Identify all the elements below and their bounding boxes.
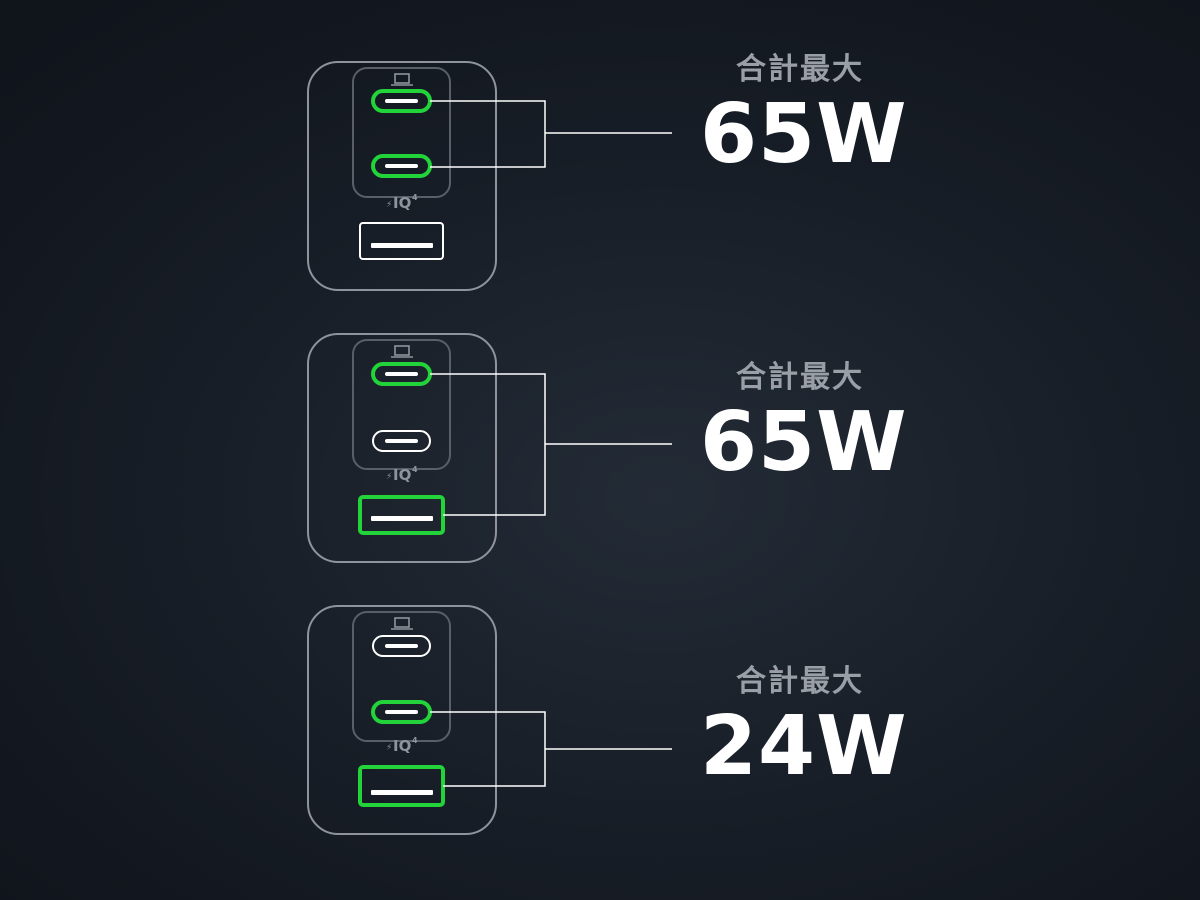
charger-body-outline bbox=[307, 605, 497, 835]
usb-c1-slot bbox=[385, 99, 418, 103]
laptop-icon bbox=[391, 345, 413, 358]
usb-c2-slot bbox=[385, 164, 418, 168]
combo-3-caption: 合計最大 24W bbox=[700, 662, 908, 794]
usb-c2-slot bbox=[385, 710, 418, 714]
iq-logo-superscript: 4 bbox=[412, 736, 418, 745]
usb-a-port-inactive bbox=[359, 222, 444, 260]
charger-body-outline bbox=[307, 333, 497, 563]
usb-c-port-group bbox=[352, 339, 451, 470]
iq-logo-superscript: 4 bbox=[412, 193, 418, 202]
bolt-icon: ⚡ bbox=[386, 200, 392, 210]
connector-lines bbox=[430, 100, 672, 168]
combo-2-wattage: 65W bbox=[700, 395, 908, 490]
usb-c1-port-inactive bbox=[372, 635, 431, 657]
combo-1-wattage: 65W bbox=[700, 87, 908, 182]
iq-logo-superscript: 4 bbox=[412, 465, 418, 474]
iq-logo-text: IQ bbox=[393, 737, 411, 755]
iq-logo-text: IQ bbox=[393, 194, 411, 212]
bolt-icon: ⚡ bbox=[386, 743, 392, 753]
iq-logo: ⚡ IQ 4 bbox=[386, 736, 418, 755]
connector-lines bbox=[430, 373, 672, 516]
iq-logo-text: IQ bbox=[393, 466, 411, 484]
usb-c2-port-active bbox=[371, 154, 432, 178]
combo-2-caption: 合計最大 65W bbox=[700, 358, 908, 490]
usb-a-slot bbox=[371, 243, 433, 248]
combo-1-caption: 合計最大 65W bbox=[700, 50, 908, 182]
charger-1: ⚡ IQ 4 bbox=[307, 61, 672, 291]
combo-2-label: 合計最大 bbox=[736, 360, 864, 395]
usb-c-port-group bbox=[352, 611, 451, 742]
combo-3-wattage: 24W bbox=[700, 699, 908, 794]
laptop-icon bbox=[391, 73, 413, 86]
connector-lines bbox=[430, 711, 672, 787]
charger-2: ⚡ IQ 4 bbox=[307, 333, 672, 563]
iq-logo: ⚡ IQ 4 bbox=[386, 465, 418, 484]
charger-body-outline bbox=[307, 61, 497, 291]
combo-3-label: 合計最大 bbox=[736, 664, 864, 699]
bolt-icon: ⚡ bbox=[386, 472, 392, 482]
usb-c1-slot bbox=[385, 372, 418, 376]
usb-c1-slot bbox=[385, 644, 418, 648]
usb-a-port-active bbox=[358, 495, 445, 535]
laptop-icon bbox=[391, 617, 413, 630]
usb-c2-port-inactive bbox=[372, 430, 431, 452]
usb-a-slot bbox=[371, 790, 433, 795]
charger-3: ⚡ IQ 4 bbox=[307, 605, 672, 835]
iq-logo: ⚡ IQ 4 bbox=[386, 193, 418, 212]
combo-1-label: 合計最大 bbox=[736, 52, 864, 87]
usb-c-port-group bbox=[352, 67, 451, 198]
usb-c2-slot bbox=[385, 439, 418, 443]
usb-a-port-active bbox=[358, 765, 445, 807]
usb-a-slot bbox=[371, 516, 433, 521]
